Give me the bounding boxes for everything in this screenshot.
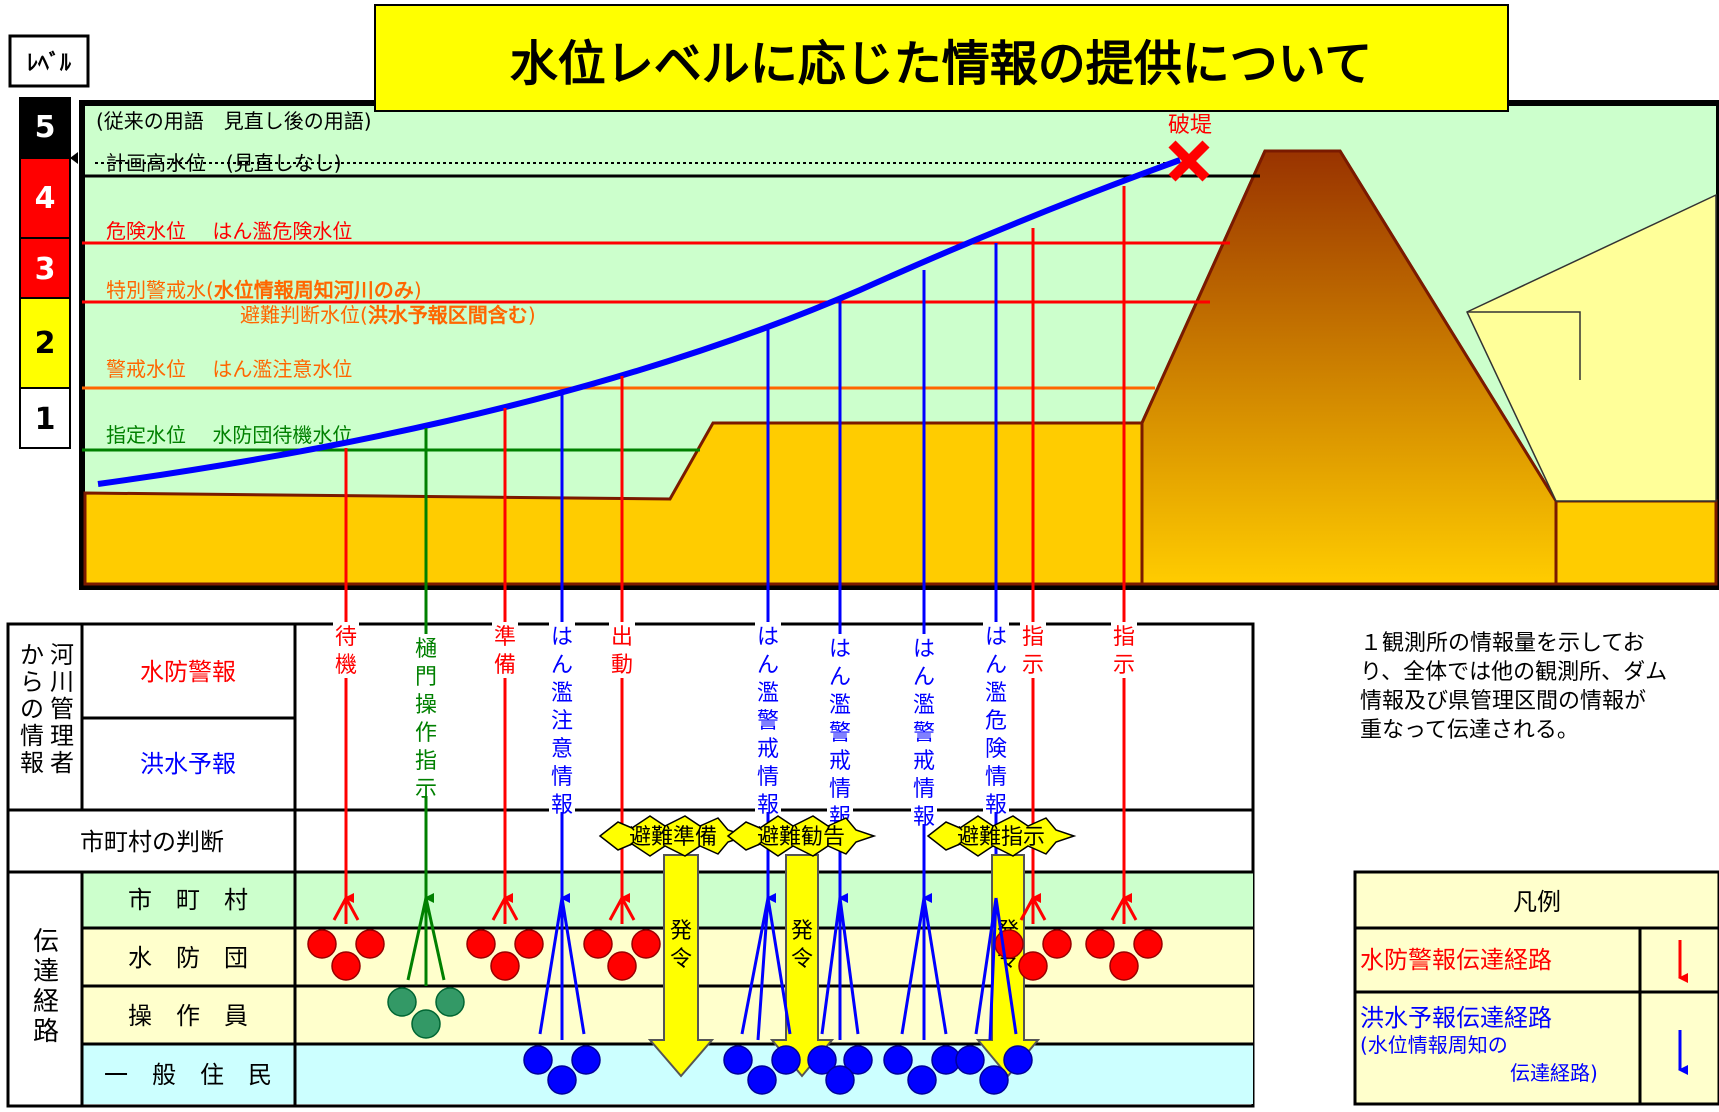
svg-text:者: 者	[50, 749, 74, 777]
breach-icon	[1168, 140, 1210, 182]
svg-text:管: 管	[50, 695, 74, 723]
svg-text:情報及び県管理区間の情報が: 情報及び県管理区間の情報が	[1360, 689, 1646, 714]
row-label-operator: 操 作 員	[128, 1002, 248, 1030]
svg-text:情: 情	[20, 722, 44, 750]
vlabel-shiji-1: 指示	[1022, 625, 1044, 678]
svg-text:の: の	[20, 695, 44, 723]
red-node	[307, 929, 337, 959]
row-label-residents: 一 般 住 民	[104, 1061, 272, 1089]
level-header: ﾚﾍﾞﾙ	[27, 50, 72, 76]
breach-label: 破堤	[1168, 113, 1212, 138]
level-3	[19, 237, 71, 299]
vlabel-shiji-2: 指示	[1113, 625, 1135, 678]
svg-text:重なって伝達される。: 重なって伝達される。	[1360, 718, 1579, 743]
green-node	[387, 987, 417, 1017]
water-level-special-b: 避難判断水位(洪水予報区間含む)	[240, 303, 536, 327]
water-level-designated: 指定水位 水防団待機水位	[106, 423, 352, 447]
evac-label-2: 避難勧告	[757, 825, 845, 850]
water-level-special-a: 特別警戒水(水位情報周知河川のみ)	[106, 278, 422, 302]
legend-sub-2: 伝達経路)	[1510, 1061, 1598, 1085]
vlabel-himon: 樋門操作指示	[415, 637, 437, 802]
svg-text:河: 河	[50, 641, 74, 669]
level-header-box	[8, 34, 90, 88]
svg-text:達: 達	[33, 957, 59, 987]
vlabel-taiki: 待機	[335, 625, 357, 678]
evac-label-3: 避難指示	[957, 825, 1045, 850]
level-1	[19, 387, 71, 449]
legend-label-suibo: 水防警報伝達経路	[1360, 946, 1552, 974]
vlabel-keikai-1: はん濫警戒情報	[757, 625, 779, 818]
svg-text:経: 経	[33, 987, 59, 1017]
page-title: 水位レベルに応じた情報の提供について	[510, 36, 1373, 92]
title-box	[374, 4, 1509, 112]
note: １観測所の情報量を示してお り、全体では他の観測所、ダム 情報及び県管理区間の情…	[1360, 631, 1667, 743]
level-1-label: 1	[35, 402, 56, 437]
row-label-suibodan: 水 防 団	[128, 944, 248, 972]
blue-node	[955, 1045, 985, 1075]
red-node	[994, 929, 1024, 959]
legend-label-kozui: 洪水予報伝達経路	[1360, 1004, 1552, 1032]
evac-label-1: 避難準備	[629, 825, 717, 850]
svg-text:発令: 発令	[791, 919, 813, 972]
vlabel-shutsudo: 出動	[611, 625, 633, 678]
water-level-plan: 計画高水位 (見直しなし)	[106, 151, 342, 175]
blue-node	[883, 1045, 913, 1075]
kozui-yoho-label: 洪水予報	[140, 750, 236, 778]
vlabel-junbi: 準備	[494, 625, 516, 678]
evac-burst-1: 避難準備	[598, 815, 749, 857]
svg-text:ら: ら	[20, 668, 44, 696]
flood-rise-line	[97, 157, 1182, 487]
svg-text:伝: 伝	[33, 927, 59, 957]
evac-burst-2: 避難勧告	[726, 815, 877, 857]
water-level-danger: 危険水位 はん濫危険水位	[106, 219, 352, 243]
vlabel-kiken: はん濫危険情報	[985, 625, 1007, 818]
level-5	[19, 97, 71, 159]
svg-text:理: 理	[50, 722, 74, 750]
blue-node	[523, 1045, 553, 1075]
inland	[1466, 193, 1717, 502]
level-4-label: 4	[35, 181, 56, 216]
svg-text:路: 路	[33, 1017, 59, 1047]
red-node	[1085, 929, 1115, 959]
suibo-keiho-label: 水防警報	[140, 658, 236, 686]
level-2-label: 2	[35, 326, 56, 361]
svg-text:り、全体では他の観測所、ダム: り、全体では他の観測所、ダム	[1360, 660, 1667, 685]
svg-text:発令: 発令	[670, 919, 692, 972]
legend: 凡例 水防警報伝達経路 洪水予報伝達経路 (水位情報周知の 伝達経路)	[1353, 870, 1719, 1106]
svg-text:か: か	[20, 641, 44, 669]
vlabel-chui: はん濫注意情報	[551, 625, 573, 818]
transmission-label: 伝達経路	[33, 927, 59, 1047]
vlabel-keikai-2: はん濫警戒情報	[829, 637, 851, 830]
row-label-municipal: 市 町 村	[128, 886, 248, 914]
svg-text:川: 川	[50, 668, 74, 696]
level-2	[19, 297, 71, 389]
municipal-judgment-label: 市町村の判断	[80, 828, 224, 856]
red-node	[466, 929, 496, 959]
evac-burst-3: 避難指示	[926, 815, 1077, 857]
blue-node	[807, 1045, 837, 1075]
water-level-header: (従来の用語 見直し後の用語)	[96, 109, 372, 133]
red-node	[583, 929, 613, 959]
level-3-label: 3	[35, 252, 56, 287]
order-arrow-1: 発令	[647, 854, 715, 1078]
vlabel-keikai-3: はん濫警戒情報	[913, 637, 935, 830]
level-5-label: 5	[35, 110, 56, 145]
blue-node	[723, 1045, 753, 1075]
svg-text:報: 報	[20, 749, 44, 777]
svg-text:１観測所の情報量を示してお: １観測所の情報量を示してお	[1360, 631, 1645, 656]
water-level-warning: 警戒水位 はん濫注意水位	[106, 357, 352, 381]
legend-title: 凡例	[1513, 888, 1561, 916]
legend-sub-1: (水位情報周知の	[1360, 1033, 1508, 1057]
